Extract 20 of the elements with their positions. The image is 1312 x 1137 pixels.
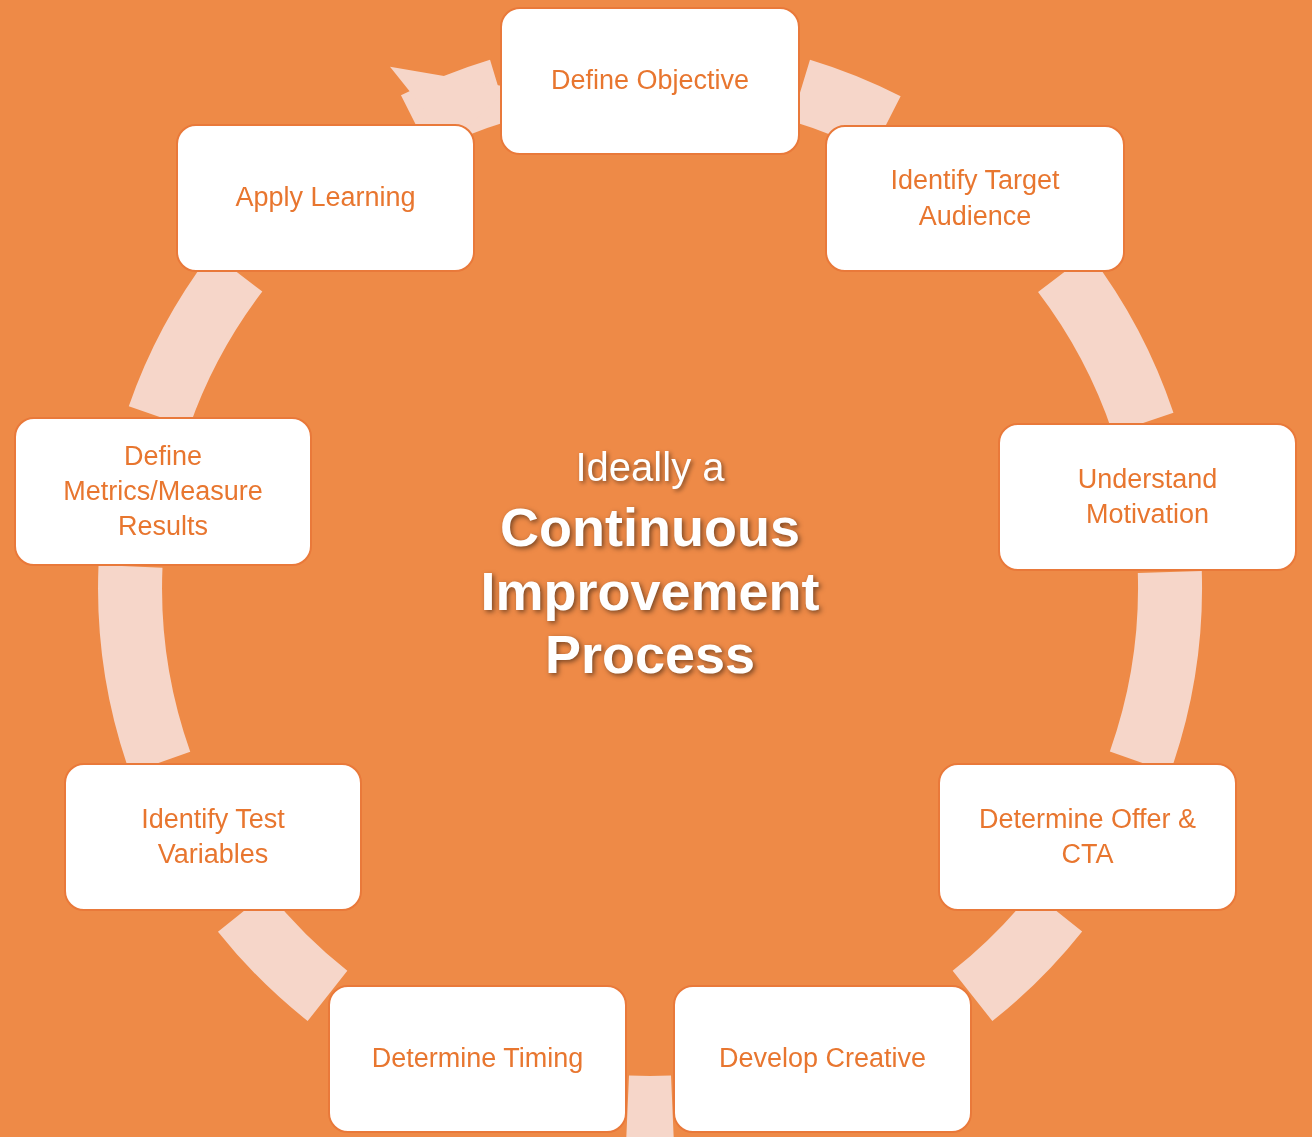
step-box <box>673 985 972 1133</box>
step-label: Define Objective <box>550 64 750 98</box>
step-box <box>328 985 627 1133</box>
step-box <box>500 7 800 155</box>
step-box <box>998 423 1297 571</box>
step-label: Determine Offer & CTA <box>977 802 1198 871</box>
step-label: Identify Target Audience <box>889 164 1061 233</box>
step-label: Apply Learning <box>235 181 416 215</box>
center-heading: Continuous Improvement Process <box>479 496 821 687</box>
step-box <box>825 125 1125 272</box>
step-box <box>14 417 312 566</box>
step-box <box>938 763 1237 911</box>
step-box <box>176 124 475 272</box>
subtitle: Ideally a <box>575 445 725 490</box>
step-label: Define Metrics/Measure Results <box>62 439 264 544</box>
step-label: Determine Timing <box>371 1042 584 1076</box>
step-label: Understand Motivation <box>1076 462 1219 531</box>
step-label: Identify Test Variables <box>140 802 286 871</box>
step-label: Develop Creative <box>718 1042 927 1076</box>
step-box <box>64 763 362 911</box>
